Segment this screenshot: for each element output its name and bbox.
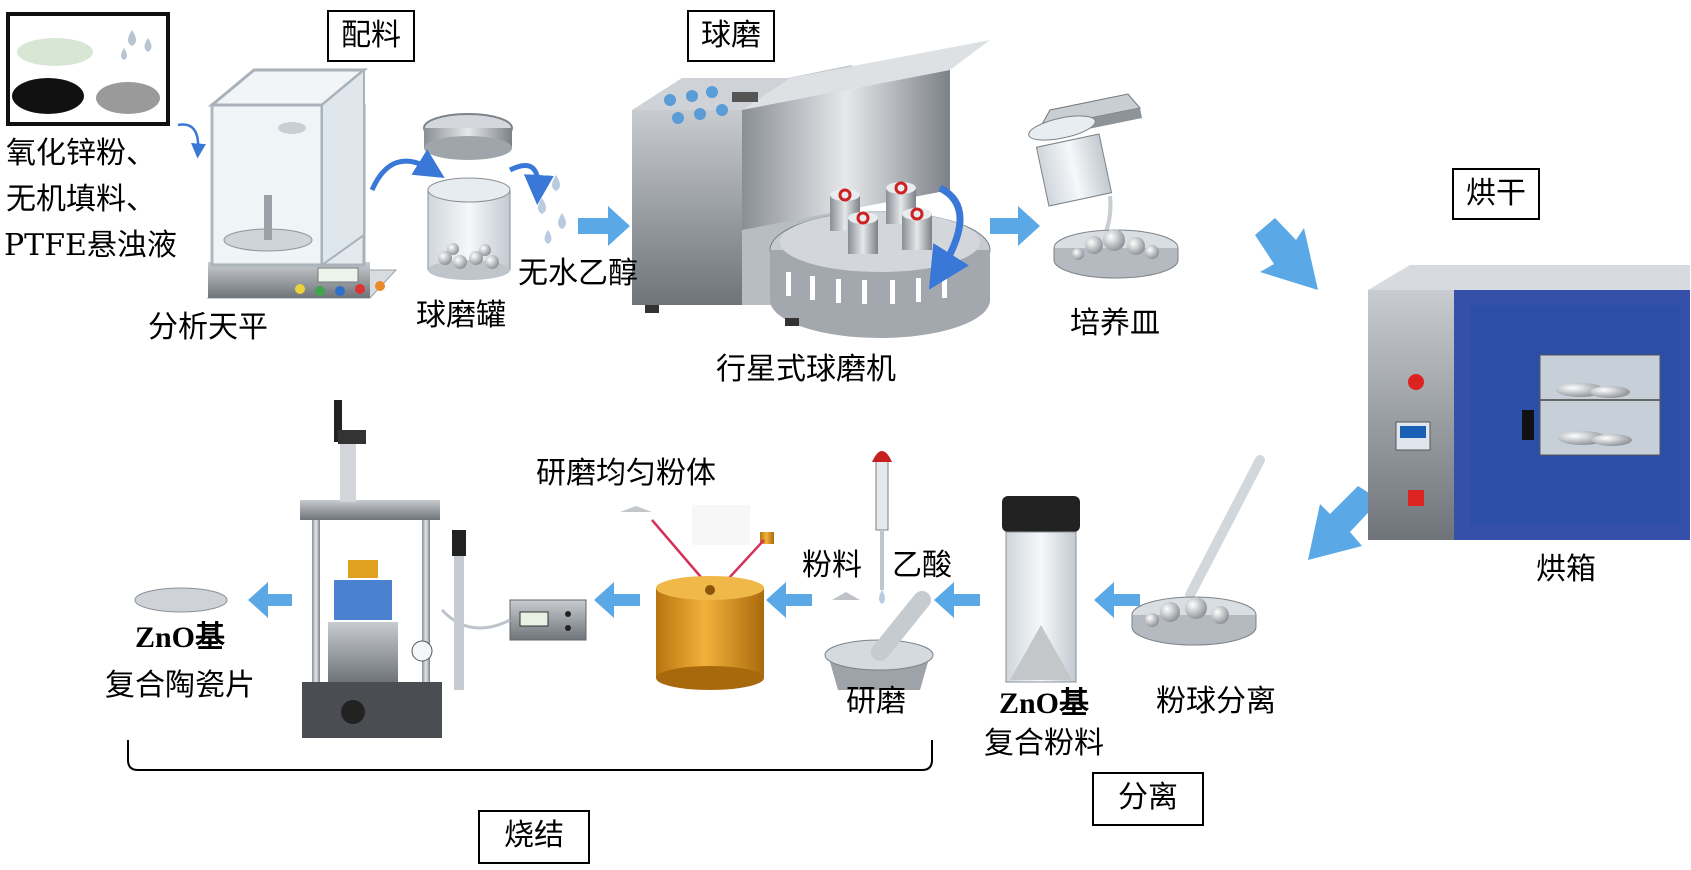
jar-label: 球磨罐 [416, 298, 506, 333]
materials-label-3: PTFE悬浊液 [4, 228, 177, 263]
stage-box-batching: 配料 [327, 10, 415, 62]
ceramic-label-2: 复合陶瓷片 [105, 668, 255, 703]
materials-arrow [177, 123, 206, 159]
composite-powder-label-2: 复合粉料 [984, 726, 1104, 761]
stage-box-drying: 烘干 [1452, 168, 1540, 220]
die-mold-illustration [620, 505, 774, 690]
balance-label: 分析天平 [148, 310, 268, 345]
flow-arrows [248, 206, 1380, 618]
composite-powder-label-1: ZnO基 [998, 687, 1090, 720]
petri-dish-label: 培养皿 [1070, 306, 1160, 341]
ball-separation-label: 粉球分离 [1156, 684, 1276, 719]
controller-illustration [440, 599, 587, 641]
materials-label-1: 氧化锌粉、 [6, 136, 156, 171]
acetic-acid-label: 乙酸 [892, 548, 952, 583]
jar-illustration [369, 113, 566, 280]
separation-dish-illustration [1131, 455, 1265, 646]
oven-illustration [1368, 265, 1690, 540]
press-illustration [300, 400, 466, 738]
grinding-label: 研磨 [846, 684, 906, 719]
powder-label: 粉料 [802, 548, 862, 583]
stage-box-separation: 分离 [1092, 772, 1204, 826]
powder-vial-illustration [1002, 496, 1080, 683]
oven-label: 烘箱 [1536, 552, 1596, 587]
ceramic-disc-illustration [134, 587, 228, 613]
petri-dish-illustration [1028, 93, 1179, 279]
sintering-bracket [127, 740, 933, 771]
materials-label-2: 无机填料、 [6, 182, 156, 217]
stage-box-milling: 球磨 [687, 10, 775, 62]
mortar-illustration [824, 451, 934, 690]
balance-illustration [206, 67, 398, 299]
ethanol-label: 无水乙醇 [518, 256, 638, 291]
materials-inset [6, 12, 170, 126]
uniform-powder-label: 研磨均匀粉体 [536, 456, 716, 491]
stage-box-sintering: 烧结 [478, 810, 590, 864]
planetary-mill-illustration [632, 40, 991, 338]
ceramic-label-1: ZnO基 [134, 621, 226, 654]
planetary-mill-label: 行星式球磨机 [716, 352, 896, 387]
